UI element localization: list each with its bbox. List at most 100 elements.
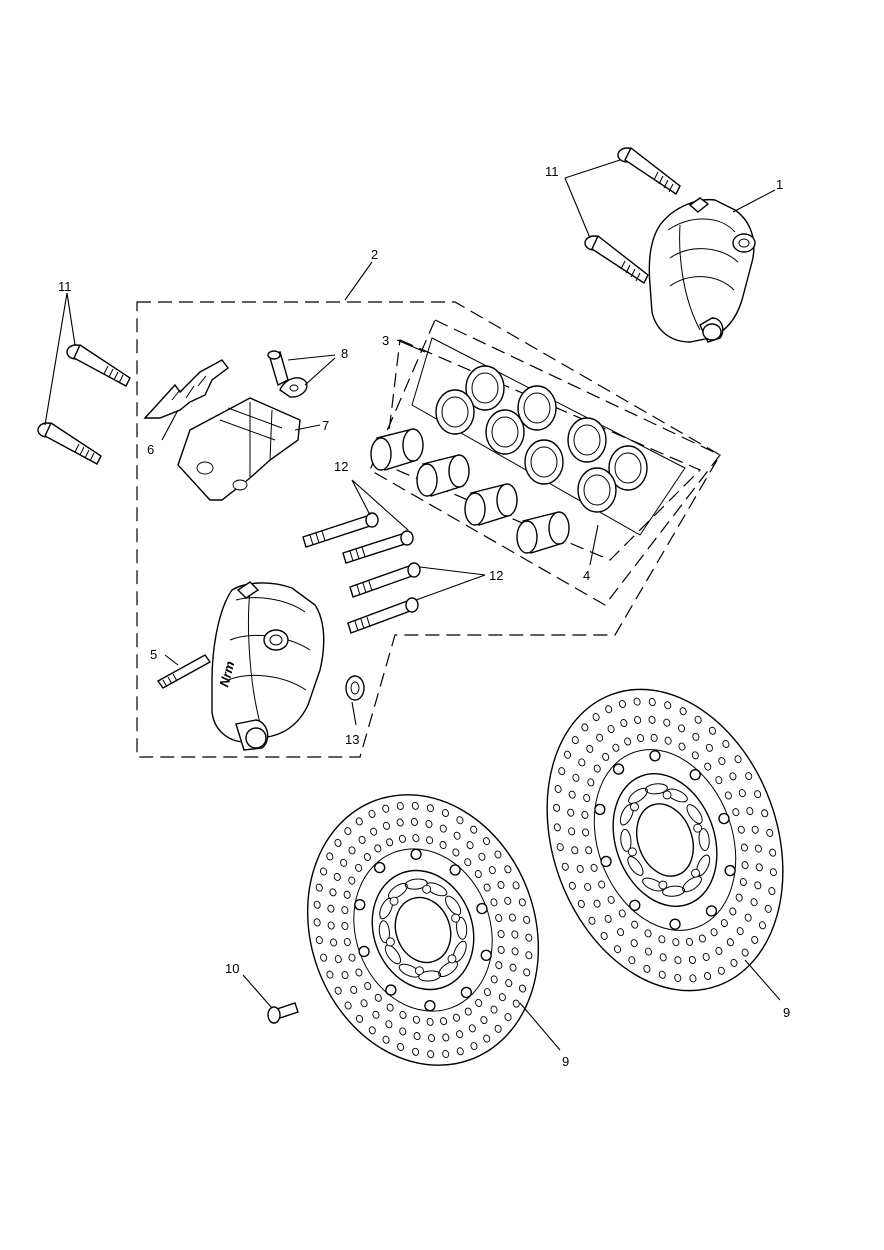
callout-9-left: 9 bbox=[562, 1054, 569, 1069]
drill-hole bbox=[674, 973, 682, 982]
callout-12-upper: 12 bbox=[334, 459, 348, 474]
drill-hole bbox=[483, 1034, 491, 1043]
bleed-nipple-8 bbox=[267, 350, 308, 398]
drill-hole bbox=[698, 934, 706, 943]
callout-6: 6 bbox=[147, 442, 154, 457]
mounting-bolt-11-upper-left bbox=[66, 343, 131, 387]
drill-hole bbox=[644, 947, 652, 956]
drill-hole bbox=[334, 986, 342, 995]
drill-hole bbox=[440, 1017, 448, 1026]
drill-hole bbox=[624, 737, 632, 746]
drill-hole bbox=[593, 899, 601, 908]
drill-hole bbox=[350, 985, 358, 994]
drill-hole bbox=[411, 801, 419, 810]
drill-hole bbox=[607, 725, 615, 733]
caliper-assembly-2: Nrm bbox=[211, 581, 325, 751]
drill-hole bbox=[658, 970, 666, 979]
callout-11-left: 11 bbox=[58, 279, 72, 294]
drill-hole bbox=[717, 966, 725, 975]
drill-hole bbox=[386, 838, 394, 847]
drill-hole bbox=[758, 921, 766, 930]
disc-hub bbox=[636, 803, 694, 877]
drill-hole bbox=[504, 865, 512, 874]
drill-hole bbox=[724, 791, 732, 800]
drill-hole bbox=[708, 726, 717, 735]
drill-hole bbox=[637, 734, 645, 743]
carrier-window bbox=[456, 916, 468, 940]
brake-disc-left bbox=[306, 794, 540, 1066]
drill-hole bbox=[425, 819, 433, 828]
drill-hole bbox=[370, 827, 378, 836]
drill-hole bbox=[329, 888, 337, 897]
drill-hole bbox=[313, 918, 321, 927]
disc-rivet bbox=[410, 848, 422, 861]
drill-hole bbox=[468, 1024, 476, 1033]
drill-hole bbox=[729, 772, 737, 781]
disc-rivet bbox=[449, 864, 461, 876]
drill-hole bbox=[598, 880, 606, 889]
kit-3-outline bbox=[369, 319, 721, 606]
hub-bolt-hole bbox=[414, 966, 424, 976]
drill-hole bbox=[497, 880, 505, 889]
callout-1: 1 bbox=[776, 177, 783, 192]
disc-rivet bbox=[669, 918, 681, 930]
drill-hole bbox=[319, 867, 328, 876]
drill-hole bbox=[355, 1014, 364, 1023]
drill-hole bbox=[605, 705, 613, 714]
piston-seal-inner bbox=[530, 446, 558, 478]
drill-hole bbox=[341, 921, 349, 930]
drill-hole bbox=[464, 1007, 472, 1016]
callout-9-right: 9 bbox=[783, 1005, 790, 1020]
disc-rivet bbox=[705, 905, 718, 917]
drill-hole bbox=[360, 999, 368, 1008]
drill-hole bbox=[618, 700, 626, 709]
carrier-window bbox=[404, 878, 428, 890]
drill-hole bbox=[659, 953, 667, 962]
drill-hole bbox=[679, 707, 687, 716]
drill-hole bbox=[633, 697, 641, 706]
drill-hole bbox=[413, 1032, 421, 1041]
callout-10: 10 bbox=[225, 961, 239, 976]
drill-hole bbox=[710, 928, 718, 937]
drill-hole bbox=[678, 724, 686, 733]
drill-hole bbox=[466, 841, 474, 850]
drill-hole bbox=[582, 828, 590, 837]
drill-hole bbox=[553, 803, 561, 812]
drill-hole bbox=[439, 824, 447, 833]
drill-hole bbox=[355, 817, 363, 826]
drill-hole bbox=[600, 931, 608, 940]
drill-hole bbox=[453, 831, 461, 840]
drill-hole bbox=[478, 852, 486, 861]
drill-hole bbox=[505, 979, 513, 988]
carrier-window bbox=[384, 944, 401, 965]
drill-hole bbox=[628, 956, 636, 965]
drill-hole bbox=[720, 919, 728, 928]
drill-hole bbox=[726, 938, 734, 947]
drill-hole bbox=[663, 718, 671, 727]
drill-hole bbox=[704, 762, 712, 771]
drill-hole bbox=[630, 939, 638, 948]
drill-hole bbox=[426, 804, 434, 813]
disc-rivet bbox=[718, 812, 730, 825]
drill-hole bbox=[596, 733, 604, 742]
washer-13 bbox=[345, 675, 365, 701]
drill-hole bbox=[568, 790, 576, 799]
drill-hole bbox=[518, 984, 527, 993]
drill-hole bbox=[344, 1001, 352, 1010]
piston-seal-inner bbox=[523, 392, 551, 424]
drill-hole bbox=[691, 751, 699, 760]
drill-hole bbox=[442, 1050, 450, 1058]
drill-hole bbox=[372, 1010, 380, 1019]
drill-hole bbox=[588, 916, 596, 925]
drill-hole bbox=[584, 882, 592, 891]
drill-hole bbox=[452, 848, 460, 857]
drill-hole bbox=[480, 1016, 488, 1025]
drill-hole bbox=[694, 715, 702, 724]
callout-2: 2 bbox=[371, 247, 378, 262]
drill-hole bbox=[592, 713, 600, 722]
drill-hole bbox=[741, 861, 749, 870]
drill-hole bbox=[755, 863, 763, 872]
drill-hole bbox=[396, 802, 404, 810]
carrier-window bbox=[686, 804, 703, 824]
drill-hole bbox=[587, 778, 595, 787]
